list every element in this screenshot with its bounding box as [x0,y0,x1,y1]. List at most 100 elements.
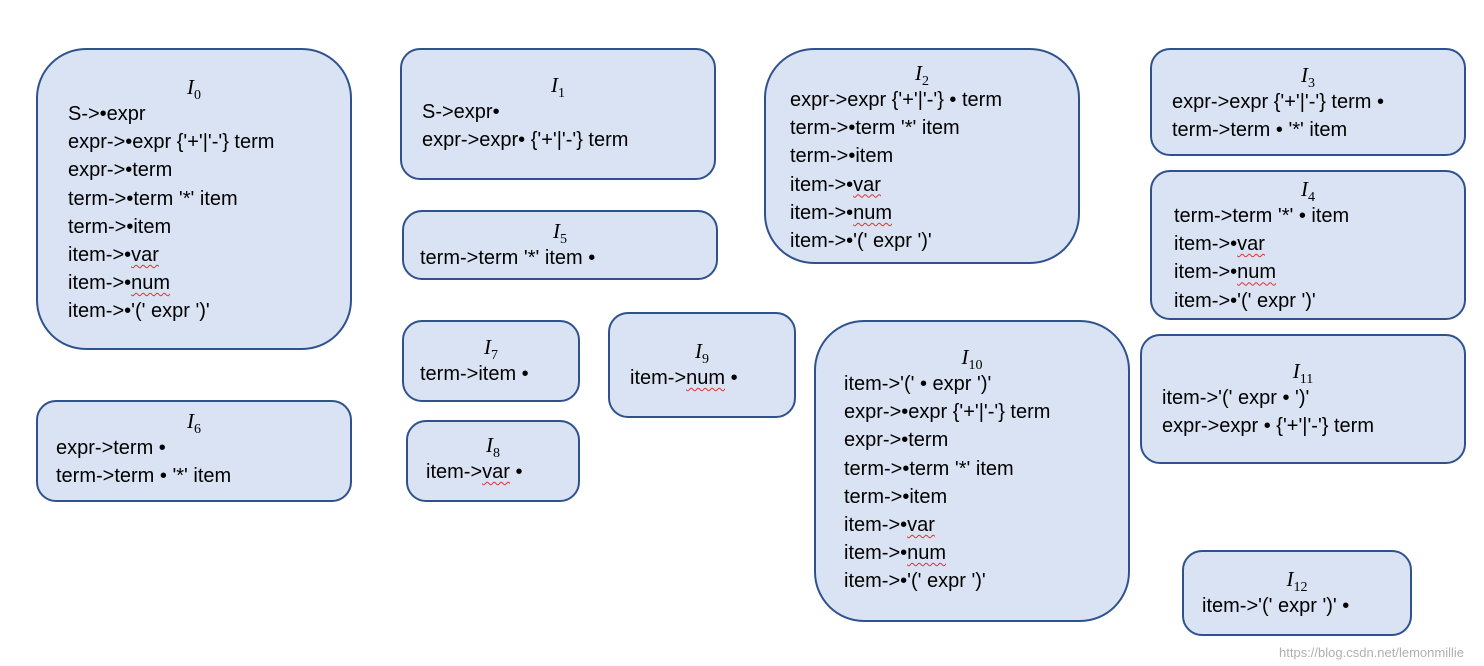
spellcheck-underline: var [1237,233,1265,256]
watermark: https://blog.csdn.net/lemonmillie [1279,645,1464,660]
item-list: item->'(' expr ')' • [1202,592,1410,620]
lr-item: item->•var [1174,233,1265,256]
state-title: I5 [404,218,716,247]
state-label: I [551,73,558,97]
lr-item: term->item • [420,363,529,385]
state-title: I6 [38,408,350,437]
state-subscript: 3 [1308,76,1315,91]
state-label: I [961,345,969,369]
item-list: expr->expr {'+'|'-'} • term term->•term '… [790,86,1078,255]
state-subscript: 9 [702,352,709,367]
lr-item: term->•item [790,145,894,168]
spellcheck-underline: var [482,461,510,483]
state-label: I [1286,567,1294,591]
state-title: I12 [1184,566,1410,595]
lr-item: term->term • '*' item [1172,119,1348,142]
lr-item: item->•num [790,201,893,224]
lr-item: term->•term '*' item [844,457,1014,480]
lr-item: item->•'(' expr ')' [790,230,932,253]
state-subscript: 1 [558,86,565,101]
state-subscript: 8 [493,446,500,461]
state-label: I [915,61,922,85]
lr-item: item->num • [630,367,738,389]
state-subscript: 2 [922,74,929,89]
state-title: I0 [38,74,350,103]
state-label: I [484,335,491,359]
lr-item: S->expr• [422,101,500,123]
spellcheck-underline: num [853,201,893,224]
spellcheck-underline: num [907,542,947,565]
lr-item: expr->term • [56,437,166,459]
lr-item: expr->•term [844,429,949,452]
spellcheck-underline: var [131,244,159,267]
item-list: S->expr• expr->expr• {'+'|'-'} term [422,98,714,154]
lr-item: term->•item [844,485,948,508]
lr-item: expr->expr • {'+'|'-'} term [1162,415,1374,438]
lr-item: item->•'(' expr ')' [844,570,986,593]
lr-item: item->•'(' expr ')' [1174,289,1316,312]
state-label: I [187,409,194,433]
lr-item: item->•var [68,244,159,267]
state-title: I4 [1152,176,1464,205]
lr-item: item->•num [1174,261,1277,284]
lr-item: expr->expr• {'+'|'-'} term [422,129,629,152]
state-title: I10 [816,344,1128,373]
state-subscript: 0 [194,88,201,103]
lr-item: item->var • [426,461,523,483]
lr-item: item->'(' expr • ')' [1162,387,1310,409]
lr-item: item->•num [68,272,171,295]
lr-item: expr->expr {'+'|'-'} • term [790,89,1002,111]
spellcheck-underline: var [853,173,881,196]
item-list: expr->term •term->term • '*' item [56,434,350,490]
spellcheck-underline: var [907,514,935,537]
lr-item: item->•var [844,514,935,537]
item-list: item->'(' • expr ')' expr->•expr {'+'|'-'… [844,370,1128,596]
state-label: I [187,75,194,99]
item-list: item->num • [630,364,794,392]
state-title: I8 [408,432,578,461]
state-subscript: 11 [1299,372,1314,387]
lr-item: S->•expr [68,103,146,125]
lr-item: item->•num [844,542,947,565]
state-label: I [1292,359,1300,383]
spellcheck-underline: num [131,272,171,295]
item-list: term->item • [420,360,578,388]
state-title: I7 [404,334,578,363]
lr-item: term->•term '*' item [790,117,960,140]
lr-item: expr->•term [68,159,173,182]
lr-item: expr->•expr {'+'|'-'} term [68,131,275,154]
lr-item: term->•term '*' item [68,187,238,210]
lr-item: term->term '*' item • [420,247,596,269]
state-title: I1 [402,72,714,101]
lr-item: expr->•expr {'+'|'-'} term [844,401,1051,424]
lr-item: expr->expr {'+'|'-'} term • [1172,91,1384,113]
lr-item: item->'(' expr ')' • [1202,595,1350,617]
lr-item: item->•var [790,173,881,196]
state-subscript: 7 [491,348,498,363]
state-label: I [553,219,560,243]
item-list: S->•expr expr->•expr {'+'|'-'} term expr->… [68,100,350,326]
state-label: I [695,339,702,363]
item-list: expr->expr {'+'|'-'} term • term->term • … [1172,88,1464,144]
state-label: I [486,433,493,457]
lr-item: item->'(' • expr ')' [844,373,992,395]
spellcheck-underline: num [686,367,726,389]
state-subscript: 6 [194,422,201,437]
lr-item: item->•'(' expr ')' [68,300,210,323]
item-list: term->term '*' item • [420,244,716,272]
state-subscript: 4 [1308,190,1315,205]
item-list: item->'(' expr • ')' expr->expr • {'+'|'-… [1162,384,1464,440]
